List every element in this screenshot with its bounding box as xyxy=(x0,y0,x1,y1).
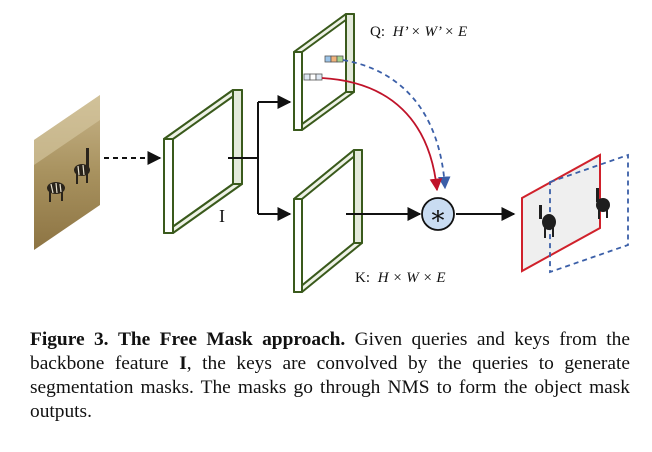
query-vector-blue xyxy=(324,55,344,63)
query-vector-red xyxy=(303,73,323,81)
caption-title: The Free Mask approach. xyxy=(117,329,346,350)
caption-text-2: , the keys are convolved by the queries … xyxy=(30,353,630,422)
query-feature-block xyxy=(293,13,355,131)
backbone-feature-block xyxy=(163,89,243,234)
query-arrow-blue xyxy=(342,59,451,190)
zebra-input-image xyxy=(34,95,100,250)
output-masks xyxy=(521,153,629,274)
q-label: Q: H’ × W’ × E xyxy=(370,24,467,40)
k-label: K: H × W × E xyxy=(355,270,445,286)
zebra-silhouette xyxy=(539,188,610,238)
caption-feature: I xyxy=(179,353,187,374)
caption-label: Figure 3. xyxy=(30,329,109,350)
backbone-split-arrows xyxy=(228,95,292,221)
query-arrow-red xyxy=(321,77,443,192)
svg-text:∗: ∗ xyxy=(429,201,447,230)
feature-label: I xyxy=(219,206,225,226)
mask-blue xyxy=(549,153,629,274)
key-feature-block xyxy=(293,149,363,293)
caption-text-1: Given queries and keys from the backbone… xyxy=(30,329,630,374)
figure-caption: Figure 3. The Free Mask approach. Given … xyxy=(30,328,630,424)
free-mask-diagram: I Q: H’ × W’ × E xyxy=(34,13,629,293)
convolution-operator-icon: ∗ xyxy=(421,197,455,231)
mask-red xyxy=(521,153,601,273)
